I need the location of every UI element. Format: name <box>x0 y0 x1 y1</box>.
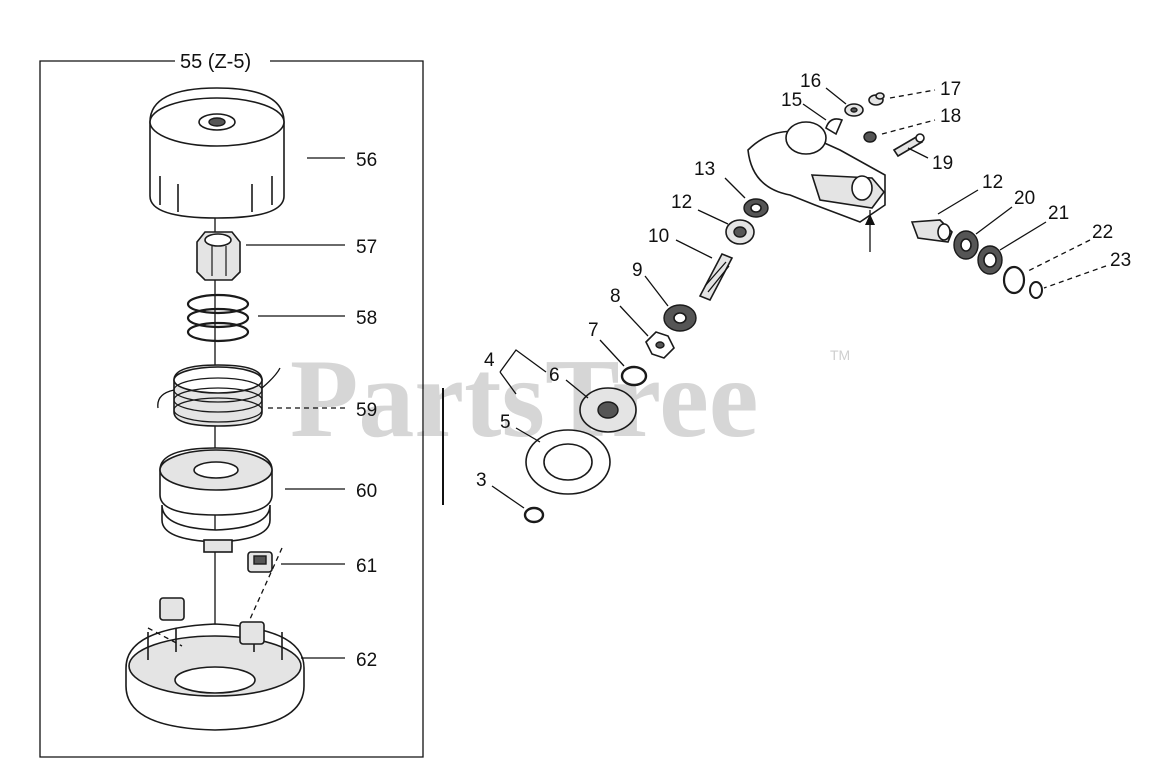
part-13-bearing[interactable] <box>743 198 769 218</box>
part-16-washer[interactable] <box>844 103 864 117</box>
label-19: 19 <box>932 153 953 174</box>
part-5-guard-washer[interactable] <box>525 429 611 495</box>
label-18: 18 <box>940 106 961 127</box>
label-15: 15 <box>781 90 802 111</box>
part-22-snap-ring[interactable] <box>1002 265 1026 295</box>
part-58-spring[interactable] <box>186 293 250 343</box>
label-12b: 12 <box>982 172 1003 193</box>
part-23-ring[interactable] <box>1029 281 1043 299</box>
label-5: 5 <box>500 412 511 433</box>
watermark: PartsTree TM <box>290 337 850 461</box>
head-assembly-frame: 55 (Z-5) <box>39 51 424 758</box>
label-23: 23 <box>1110 250 1131 271</box>
head-assembly-title: 55 (Z-5) <box>180 51 251 73</box>
watermark-text: PartsTree <box>290 337 759 461</box>
label-3: 3 <box>476 470 487 491</box>
part-61-eyelet[interactable] <box>247 551 273 573</box>
part-60-spool-housing[interactable] <box>159 447 273 553</box>
part-18-nut[interactable] <box>863 131 877 143</box>
part-10-spindle[interactable] <box>698 252 734 302</box>
part-12-pinion[interactable] <box>910 219 953 243</box>
label-58: 58 <box>356 308 377 329</box>
label-22: 22 <box>1092 222 1113 243</box>
label-7: 7 <box>588 320 599 341</box>
gear-case-housing[interactable] <box>747 121 886 223</box>
part-17-screw[interactable] <box>868 92 885 106</box>
label-61: 61 <box>356 556 377 577</box>
label-57: 57 <box>356 237 377 258</box>
label-9: 9 <box>632 260 643 281</box>
part-15-clip[interactable] <box>825 118 844 136</box>
part-59-spool[interactable] <box>157 364 281 427</box>
label-56: 56 <box>356 150 377 171</box>
label-4: 4 <box>484 350 495 371</box>
label-8: 8 <box>610 286 621 307</box>
part-4-bracket <box>499 349 547 395</box>
part-20-bearing[interactable] <box>953 230 979 260</box>
label-21: 21 <box>1048 203 1069 224</box>
label-60: 60 <box>356 481 377 502</box>
label-62: 62 <box>356 650 377 671</box>
part-3-ring[interactable] <box>523 506 545 524</box>
label-13: 13 <box>694 159 715 180</box>
label-12a: 12 <box>671 192 692 213</box>
part-62-base[interactable] <box>125 597 305 731</box>
part-7-ring[interactable] <box>620 365 648 387</box>
label-17: 17 <box>940 79 961 100</box>
part-9-bearing[interactable] <box>663 304 697 332</box>
label-20: 20 <box>1014 188 1035 209</box>
part-56-cover[interactable] <box>149 87 285 219</box>
label-10: 10 <box>648 226 669 247</box>
part-57-nut[interactable] <box>196 231 241 281</box>
part-19-bolt[interactable] <box>892 133 925 158</box>
part-12-gear[interactable] <box>725 219 755 245</box>
part-21-bearing[interactable] <box>977 245 1003 275</box>
watermark-tm: TM <box>830 347 850 363</box>
part-8-washer[interactable] <box>645 331 675 359</box>
label-59: 59 <box>356 400 377 421</box>
label-16: 16 <box>800 71 821 92</box>
part-6-holder[interactable] <box>579 387 637 433</box>
label-6: 6 <box>549 365 560 386</box>
